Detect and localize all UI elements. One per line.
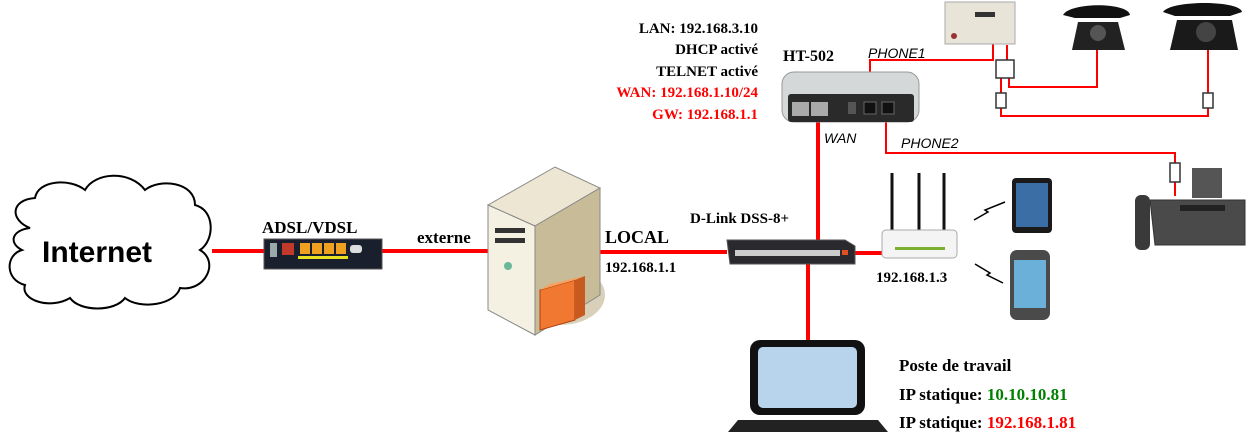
- workstation-ip1: IP statique: 10.10.10.81: [899, 385, 1068, 405]
- wall-jacks: [995, 59, 1214, 183]
- server-wan-label: externe: [417, 228, 471, 247]
- ata-device-icon: [781, 71, 920, 123]
- workstation-ip1-value: 10.10.10.81: [986, 385, 1068, 404]
- fax-machine-icon: [1135, 168, 1246, 250]
- workstation-ip2-label: IP statique:: [899, 413, 983, 432]
- answering-machine-icon: [944, 1, 1016, 45]
- workstation-ip1-label: IP statique:: [899, 385, 983, 404]
- internet-cloud-icon: [8, 174, 212, 310]
- workstation-ip2-value: 192.168.1.81: [986, 413, 1077, 432]
- server-firewall-icon: [486, 166, 605, 336]
- phone-links: [869, 40, 1209, 196]
- ata-port-wan-label: WAN: [824, 130, 857, 146]
- ata-config-lan: LAN: 192.168.3.10: [638, 21, 758, 37]
- ata-label: HT-502: [783, 48, 834, 65]
- wireless-link-icons: [973, 201, 1006, 284]
- adsl-modem-icon: [263, 238, 383, 270]
- link-phone-a: [1008, 50, 1098, 88]
- tablet-icon: [1012, 178, 1052, 233]
- ata-config-telnet: TELNET activé: [656, 64, 758, 80]
- ata-port-phone2-label: PHONE2: [901, 135, 959, 151]
- modem-label: ADSL/VDSL: [262, 218, 358, 237]
- ata-port-phone1-label: PHONE1: [868, 45, 926, 61]
- switch-icon: [726, 239, 856, 265]
- wall-jack-icon: [1202, 92, 1214, 109]
- wifi-router-ip: 192.168.1.3: [876, 270, 948, 286]
- workstation-ip2: IP statique: 192.168.1.81: [899, 413, 1076, 433]
- rotary-phone-2-icon: [1163, 3, 1242, 50]
- workstation-title: Poste de travail: [899, 356, 1012, 375]
- wifi-router-icon: [881, 173, 958, 259]
- ata-config-wan: WAN: 192.168.1.10/24: [616, 85, 758, 101]
- internet-label: Internet: [42, 236, 153, 269]
- wall-jack-icon: [995, 59, 1015, 79]
- ata-config-dhcp: DHCP activé: [675, 42, 758, 58]
- smartphone-icon: [1010, 250, 1050, 320]
- wireless-link-phone-icon: [974, 263, 1004, 284]
- rotary-phone-1-icon: [1063, 5, 1130, 50]
- laptop-icon: [728, 340, 888, 432]
- server-lan-label: LOCAL: [605, 227, 670, 247]
- link-phone2-fax: [885, 108, 1176, 163]
- wall-jack-icon: [995, 92, 1007, 109]
- wireless-link-tablet-icon: [973, 201, 1006, 221]
- link-phone-b: [1000, 108, 1209, 117]
- wall-jack-icon: [1169, 162, 1181, 183]
- server-lan-ip: 192.168.1.1: [605, 260, 677, 276]
- switch-label: D-Link DSS-8+: [690, 211, 789, 227]
- ata-config-gw: GW: 192.168.1.1: [652, 107, 758, 123]
